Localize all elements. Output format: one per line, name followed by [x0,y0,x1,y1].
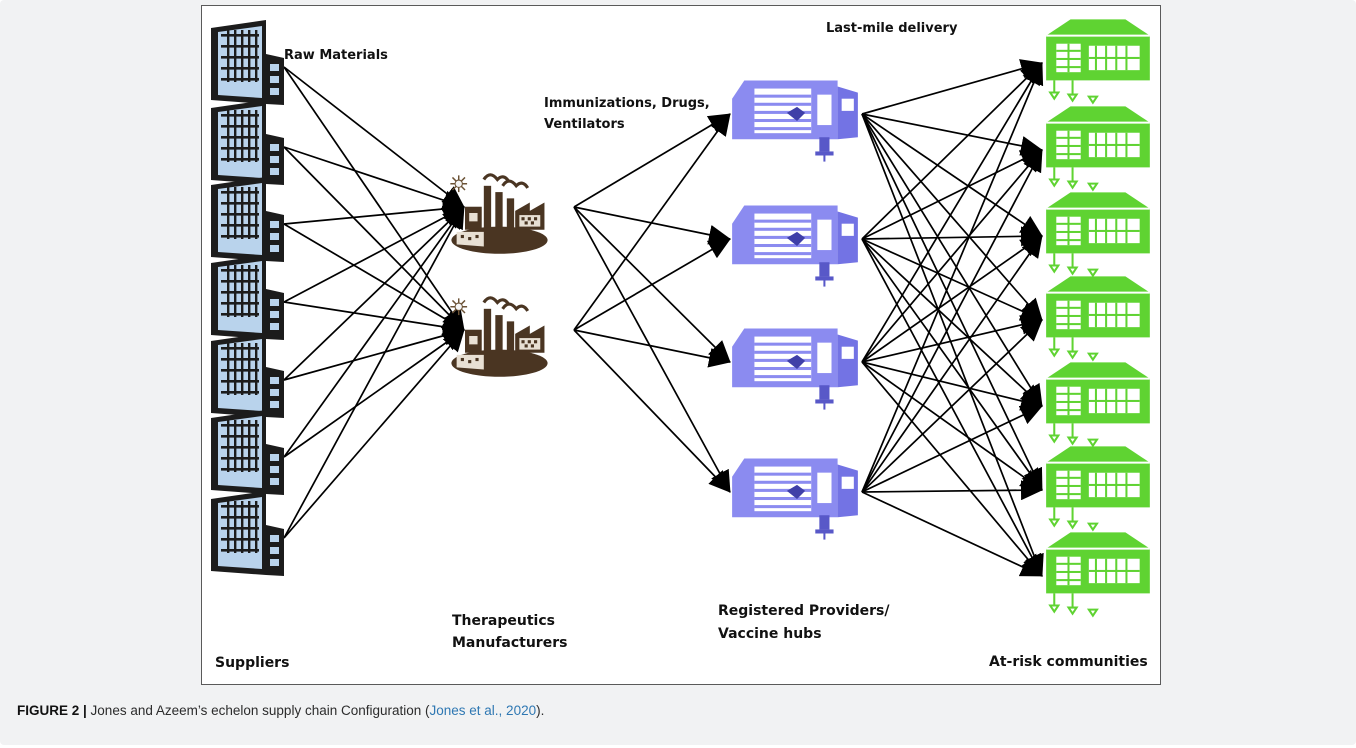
arrow-manufacturer-2-to-hub-2 [573,238,731,331]
label-providers-line1: Registered Providers/ [718,603,890,619]
arrow-hub-1-to-community-6 [861,113,1043,491]
arrow-supplier-7-to-manufacturer-1 [283,206,465,539]
caption-text: Jones and Azeem’s echelon supply chain C… [86,703,430,718]
arrow-manufacturer-1-to-hub-4 [573,206,731,493]
label-communities: At-risk communities [989,654,1148,670]
figure-caption: FIGURE 2 | Jones and Azeem’s echelon sup… [17,703,544,718]
arrow-supplier-3-to-manufacturer-1 [283,199,465,225]
supplier-building-icon-5 [211,333,284,418]
arrow-supplier-1-to-manufacturer-2 [283,66,465,331]
supplier-building-icon-2 [211,100,284,185]
arrow-hub-1-to-community-2 [861,113,1043,156]
arrow-hub-1-to-community-5 [861,113,1043,407]
arrow-supplier-5-to-manufacturer-2 [283,325,465,381]
arrow-supplier-2-to-manufacturer-1 [283,146,465,210]
connection-arrows [283,59,1044,577]
arrow-hub-2-to-community-7 [861,238,1043,577]
arrow-hub-4-to-community-1 [861,62,1044,493]
vaccine-hub-warehouse-icon-2 [731,204,859,288]
arrow-hub-3-to-community-5 [861,361,1043,411]
figure-label: FIGURE 2 | [17,703,87,718]
supply-chain-diagram: Raw Materials Immunizations, Drugs, Vent… [201,5,1161,685]
arrow-manufacturer-2-to-hub-4 [573,329,731,493]
label-flow-line1: Immunizations, Drugs, [544,96,710,111]
community-building-icon-3 [1045,191,1151,277]
arrow-hub-1-to-community-1 [861,59,1043,115]
supplier-building-icon-3 [211,177,284,262]
caption-end: ). [536,703,545,718]
label-manufacturers-line2: Manufacturers [452,635,567,651]
arrow-supplier-2-to-manufacturer-2 [283,146,465,331]
community-building-icon-1 [1045,18,1151,104]
arrow-hub-3-to-community-1 [861,62,1043,363]
arrow-hub-4-to-community-6 [861,480,1043,501]
vaccine-hub-warehouse-icon-1 [731,79,859,163]
arrow-manufacturer-2-to-hub-3 [573,329,731,368]
arrow-hub-2-to-community-3 [861,226,1043,247]
arrow-supplier-6-to-manufacturer-1 [283,206,465,458]
label-flow-line2: Ventilators [544,117,625,132]
arrow-supplier-5-to-manufacturer-1 [283,206,465,381]
arrow-hub-3-to-community-7 [861,361,1043,577]
arrow-hub-4-to-community-7 [861,491,1043,577]
community-building-icon-2 [1045,105,1151,191]
arrow-hub-2-to-community-1 [861,62,1043,240]
arrow-supplier-7-to-manufacturer-2 [283,329,465,539]
diagram-labels: Raw Materials Immunizations, Drugs, Vent… [215,21,1148,671]
arrow-supplier-3-to-manufacturer-2 [283,223,465,331]
diagram-canvas: Raw Materials Immunizations, Drugs, Vent… [211,18,1151,671]
arrow-hub-4-to-community-2 [861,149,1043,493]
arrow-hub-1-to-community-4 [861,113,1043,321]
label-manufacturers-line1: Therapeutics [452,613,555,629]
vaccine-hub-warehouse-icon-3 [731,327,859,411]
manufacturer-factory-icon-2 [448,296,550,378]
community-building-icon-6 [1045,445,1151,531]
arrow-hub-3-to-community-2 [861,149,1043,363]
arrow-hub-4-to-community-3 [861,235,1043,493]
arrow-supplier-4-to-manufacturer-2 [283,301,465,337]
arrow-hub-3-to-community-4 [861,315,1043,363]
label-last-mile: Last-mile delivery [826,21,958,36]
arrow-manufacturer-2-to-hub-1 [573,113,731,331]
arrow-hub-2-to-community-2 [861,149,1043,240]
citation-link[interactable]: Jones et al., 2020 [429,703,537,718]
arrow-hub-3-to-community-3 [861,235,1043,363]
label-providers-line2: Vaccine hubs [718,626,822,642]
arrow-supplier-1-to-manufacturer-1 [283,66,465,208]
arrow-hub-4-to-community-4 [861,319,1043,493]
arrow-hub-4-to-community-5 [861,405,1043,493]
arrow-supplier-4-to-manufacturer-1 [283,206,465,303]
supplier-building-icon-6 [211,410,284,495]
supplier-building-icon-7 [211,491,284,576]
arrow-hub-1-to-community-7 [861,113,1044,577]
community-building-icon-7 [1045,531,1151,617]
community-building-icon-4 [1045,275,1151,361]
arrow-hub-3-to-community-6 [861,361,1043,491]
community-building-icon-5 [1045,361,1151,447]
arrow-manufacturer-1-to-hub-1 [573,113,731,208]
supplier-building-icon-1 [211,20,284,105]
label-raw-materials: Raw Materials [284,48,388,63]
vaccine-hub-warehouse-icon-4 [731,457,859,541]
manufacturer-factory-icon-1 [448,173,550,255]
label-suppliers: Suppliers [215,655,289,671]
arrow-supplier-6-to-manufacturer-2 [283,329,465,458]
arrow-hub-1-to-community-3 [861,113,1043,237]
supplier-building-icon-4 [211,255,284,340]
